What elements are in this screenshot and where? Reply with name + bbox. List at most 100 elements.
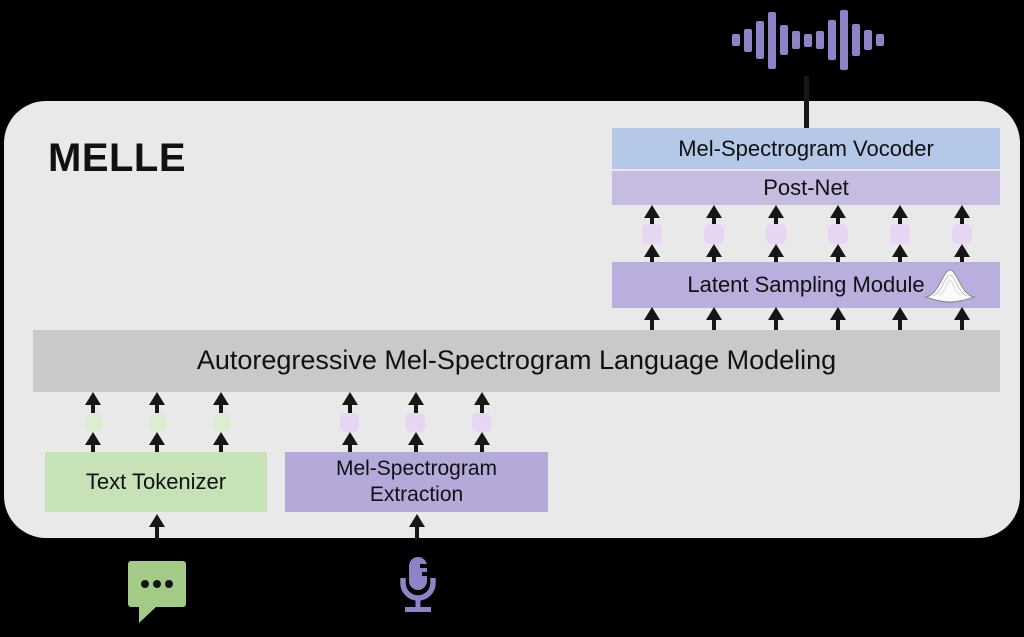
arrow-shaft xyxy=(774,257,778,262)
waveform-bar xyxy=(732,34,740,46)
arrow-head xyxy=(892,205,908,218)
arrow-up-icon xyxy=(149,392,165,413)
arrow-shaft xyxy=(898,218,902,225)
arrow-up-icon xyxy=(85,432,101,452)
arrow-head xyxy=(644,307,660,320)
post-net-label: Post-Net xyxy=(763,175,849,201)
arrow-shaft xyxy=(712,218,716,225)
diagram-title: MELLE xyxy=(48,136,187,180)
arrow-head xyxy=(85,392,101,405)
post-net-box: Post-Net xyxy=(612,171,1000,205)
latent-token-node xyxy=(890,224,910,244)
ar-language-modeling-label: Autoregressive Mel-Spectrogram Language … xyxy=(196,345,837,376)
waveform-bar xyxy=(792,31,800,49)
latent-token-node xyxy=(828,224,848,244)
waveform-bar xyxy=(744,28,752,52)
arrow-up-icon xyxy=(409,514,425,540)
arrow-shaft xyxy=(650,257,654,262)
arrow-up-icon xyxy=(474,432,490,452)
arrow-head xyxy=(408,432,424,445)
arrow-up-icon xyxy=(706,244,722,262)
arrow-shaft xyxy=(774,320,778,330)
arrow-head xyxy=(409,514,425,527)
ar-language-modeling-box: Autoregressive Mel-Spectrogram Language … xyxy=(33,330,1000,392)
arrow-up-icon xyxy=(706,205,722,225)
arrow-up-icon xyxy=(954,244,970,262)
waveform-bar xyxy=(780,25,788,55)
arrow-shaft xyxy=(836,320,840,330)
waveform-bar xyxy=(864,30,872,50)
arrow-head xyxy=(408,392,424,405)
text-tokenizer-box: Text Tokenizer xyxy=(45,452,267,512)
latent-token-node xyxy=(704,224,724,244)
mel-spectrogram-vocoder-label: Mel-Spectrogram Vocoder xyxy=(678,135,934,161)
arrow-up-icon xyxy=(213,392,229,413)
arrow-head xyxy=(474,432,490,445)
arrow-head xyxy=(213,392,229,405)
arrow-shaft xyxy=(155,445,159,452)
arrow-up-icon xyxy=(954,307,970,330)
arrow-shaft xyxy=(348,445,352,452)
arrow-head xyxy=(706,244,722,257)
arrow-head xyxy=(474,392,490,405)
latent-sampling-module-label: Latent Sampling Module xyxy=(687,272,925,298)
text-tokenizer-label: Text Tokenizer xyxy=(85,469,227,495)
arrow-shaft xyxy=(836,218,840,225)
arrow-head xyxy=(644,244,660,257)
mel-spectrogram-vocoder-box: Mel-Spectrogram Vocoder xyxy=(612,128,1000,169)
waveform-bar xyxy=(816,31,824,49)
arrow-head xyxy=(954,244,970,257)
arrow-head xyxy=(149,514,165,527)
arrow-up-icon xyxy=(342,392,358,413)
arrow-up-icon xyxy=(768,205,784,225)
arrow-shaft xyxy=(155,405,159,413)
text-token-node xyxy=(212,413,231,432)
arrow-up-icon xyxy=(892,307,908,330)
arrow-up-icon xyxy=(149,514,165,540)
waveform-bar xyxy=(768,11,776,69)
arrow-shaft xyxy=(415,527,419,540)
arrow-shaft xyxy=(155,527,159,540)
arrow-up-icon xyxy=(892,244,908,262)
text-token-node xyxy=(148,413,167,432)
waveform-bar xyxy=(804,33,812,47)
arrow-head xyxy=(830,244,846,257)
arrow-up-icon xyxy=(768,244,784,262)
arrow-shaft xyxy=(712,257,716,262)
arrow-up-icon xyxy=(954,205,970,225)
arrow-shaft xyxy=(898,320,902,330)
arrow-head xyxy=(768,307,784,320)
arrow-head xyxy=(768,205,784,218)
mel-spectrogram-extraction-box: Mel-Spectrogram Extraction xyxy=(285,452,548,512)
mel-token-node xyxy=(406,413,425,432)
arrow-head xyxy=(342,392,358,405)
arrow-head xyxy=(706,307,722,320)
arrow-up-icon xyxy=(830,307,846,330)
arrow-up-icon xyxy=(830,244,846,262)
arrow-shaft xyxy=(898,257,902,262)
arrow-head xyxy=(706,205,722,218)
arrow-shaft xyxy=(960,218,964,225)
gaussian-distribution-icon xyxy=(924,269,976,304)
arrow-shaft xyxy=(960,257,964,262)
arrow-shaft xyxy=(712,320,716,330)
waveform-bar xyxy=(756,21,764,59)
arrow-up-icon xyxy=(706,307,722,330)
arrow-head xyxy=(892,244,908,257)
arrow-head xyxy=(768,244,784,257)
arrow-shaft xyxy=(219,405,223,413)
arrow-up-icon xyxy=(408,432,424,452)
arrow-head xyxy=(644,205,660,218)
arrow-head xyxy=(892,307,908,320)
arrow-head xyxy=(830,205,846,218)
microphone-icon xyxy=(400,557,436,612)
arrow-up-icon xyxy=(768,307,784,330)
audio-waveform-icon xyxy=(732,8,884,72)
arrow-shaft xyxy=(774,218,778,225)
latent-token-node xyxy=(952,224,972,244)
arrow-up-icon xyxy=(830,205,846,225)
latent-token-node xyxy=(766,224,786,244)
arrow-up-icon xyxy=(213,432,229,452)
arrow-head xyxy=(342,432,358,445)
arrow-head xyxy=(149,392,165,405)
